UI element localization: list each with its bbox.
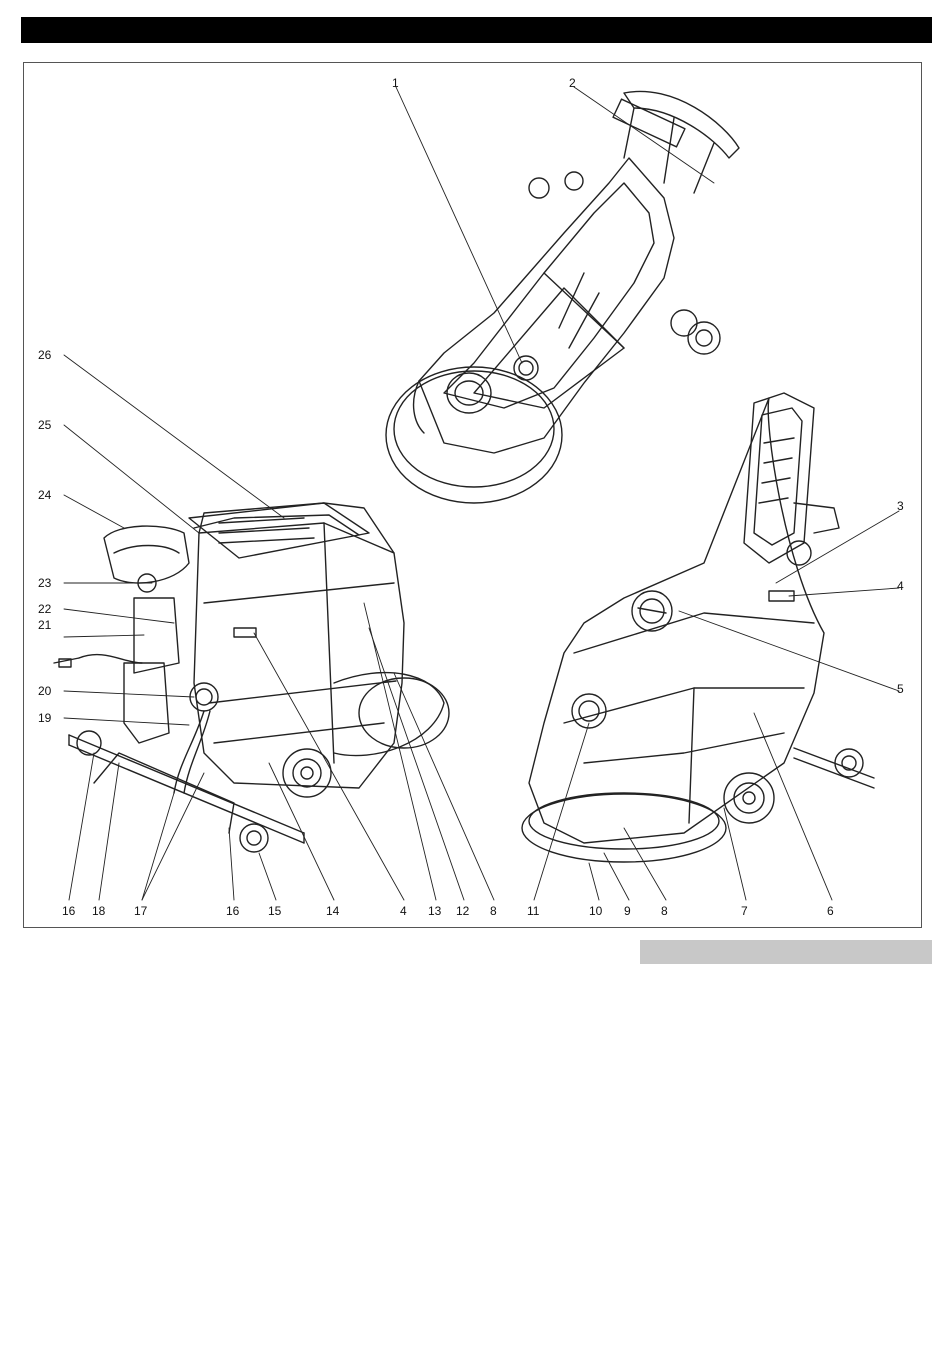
callout-6: 6 xyxy=(827,904,834,918)
callout-8-right: 8 xyxy=(661,904,668,918)
callout-21: 21 xyxy=(38,618,52,632)
callout-15: 15 xyxy=(268,904,282,918)
callout-13: 13 xyxy=(428,904,442,918)
callout-25: 25 xyxy=(38,418,52,432)
callout-11: 11 xyxy=(527,904,540,918)
callout-14: 14 xyxy=(326,904,340,918)
header-black-bar xyxy=(21,17,932,43)
callout-16-left: 16 xyxy=(62,904,76,918)
callout-20: 20 xyxy=(38,684,52,698)
parts-diagram: 1 2 3 4 5 6 7 8 9 10 11 8 12 13 4 14 15 … xyxy=(24,63,923,929)
section-label-bar xyxy=(640,940,932,964)
callout-4-right: 4 xyxy=(897,579,904,593)
callout-16-right: 16 xyxy=(226,904,240,918)
callout-26: 26 xyxy=(38,348,52,362)
callout-labels: 1 2 3 4 5 6 7 8 9 10 11 8 12 13 4 14 15 … xyxy=(38,76,904,918)
machine-front-view xyxy=(522,393,874,862)
callout-9: 9 xyxy=(624,904,631,918)
callout-12: 12 xyxy=(456,904,470,918)
callout-3: 3 xyxy=(897,499,904,513)
parts-diagram-frame: 1 2 3 4 5 6 7 8 9 10 11 8 12 13 4 14 15 … xyxy=(23,62,922,928)
callout-5: 5 xyxy=(897,682,904,696)
leader-lines xyxy=(64,87,899,900)
callout-8-left: 8 xyxy=(490,904,497,918)
callout-2: 2 xyxy=(569,76,576,90)
callout-19: 19 xyxy=(38,711,52,725)
callout-7: 7 xyxy=(741,904,748,918)
callout-4-left: 4 xyxy=(400,904,407,918)
callout-23: 23 xyxy=(38,576,52,590)
callout-1: 1 xyxy=(392,76,399,90)
callout-10: 10 xyxy=(589,904,603,918)
callout-22: 22 xyxy=(38,602,52,616)
callout-24: 24 xyxy=(38,488,52,502)
callout-17: 17 xyxy=(134,904,148,918)
machine-top-view xyxy=(386,91,739,503)
callout-18: 18 xyxy=(92,904,106,918)
